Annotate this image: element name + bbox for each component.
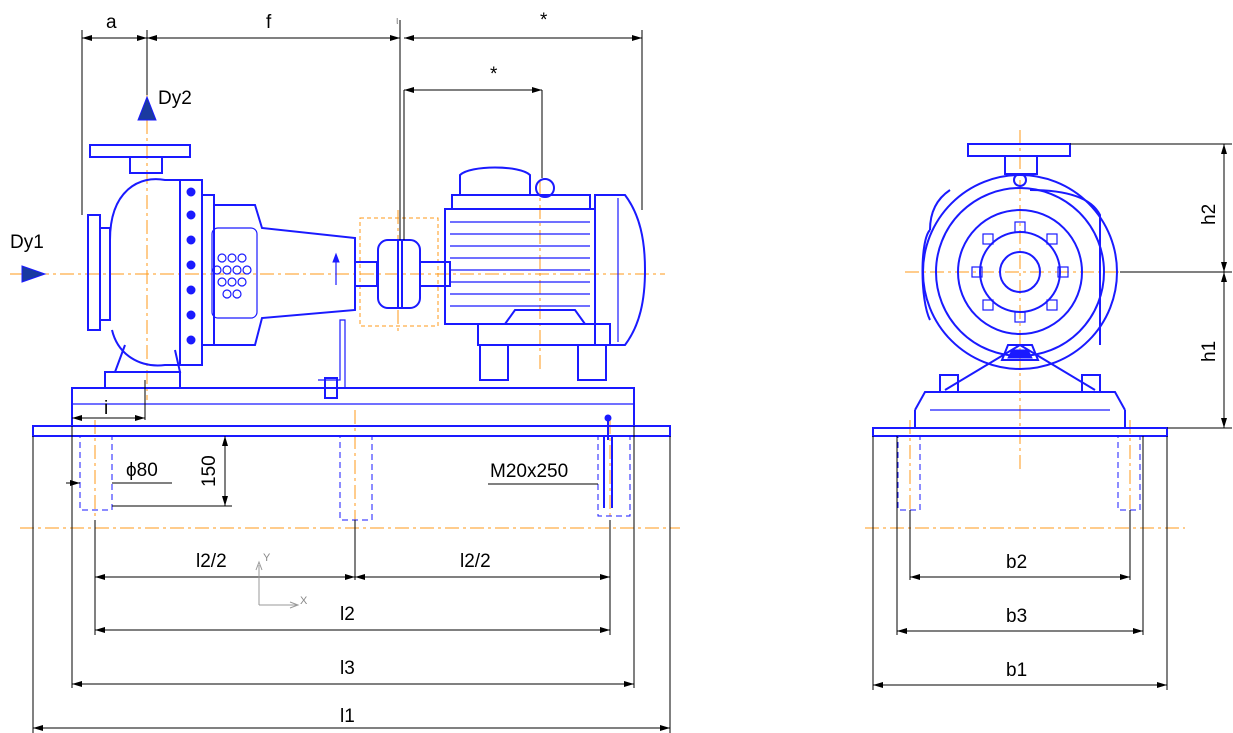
side-view: Dy1 Dy2 a f ι * * i 150 [10, 10, 680, 733]
bearing-vent-holes [212, 253, 252, 299]
dim-b1: b1 [1006, 660, 1027, 681]
flange-bolts [186, 187, 196, 345]
dim-star-top: * [540, 10, 548, 31]
dim-h1: h1 [1199, 341, 1220, 362]
front-flange-bolts [971, 221, 1069, 323]
dim-l1: l1 [340, 706, 355, 727]
motor-cooling-fins [450, 221, 590, 307]
discharge-label: Dy2 [158, 88, 192, 109]
front-dimensions: h2 h1 b2 b3 b1 [872, 143, 1232, 690]
front-base [872, 427, 1168, 511]
dim-l2: l2 [340, 604, 355, 625]
front-view: h2 h1 b2 b3 b1 [865, 130, 1232, 690]
baseplate [32, 319, 671, 440]
dim-depth: 150 [199, 455, 220, 487]
dim-l2-half-left: l2/2 [196, 551, 227, 572]
electric-motor [444, 166, 647, 381]
dim-bolt: M20x250 [490, 461, 568, 482]
dim-star-motor: * [490, 64, 498, 85]
coupling [354, 20, 451, 327]
dim-h2: h2 [1199, 204, 1220, 225]
pump-casing [87, 144, 356, 389]
top-dimensions: a f ι * * [81, 10, 643, 215]
discharge-arrow [137, 95, 157, 121]
ucs-icon: Y X [255, 552, 308, 609]
dim-phi: ϕ80 [126, 460, 158, 481]
dim-coupling-mark: ι [396, 15, 399, 27]
ucs-y-label: Y [263, 552, 271, 564]
dim-f: f [266, 12, 272, 33]
dim-l2-half-right: l2/2 [460, 551, 491, 572]
bottom-dimensions: l2/2 l2/2 l2 l3 l1 [32, 426, 671, 733]
dim-b3: b3 [1006, 606, 1027, 627]
dim-i: i [104, 398, 108, 419]
suction-arrow [21, 265, 47, 283]
front-center-lines [865, 130, 1185, 529]
dim-b2: b2 [1006, 552, 1027, 573]
foundation-pockets [79, 435, 631, 521]
dim-a: a [106, 12, 117, 33]
suction-label: Dy1 [10, 232, 44, 253]
flow-arrows: Dy1 Dy2 [10, 88, 192, 283]
dim-l3: l3 [340, 658, 355, 679]
anchor-dimensions: i 150 ϕ80 M20x250 [66, 380, 598, 507]
ucs-x-label: X [300, 595, 308, 607]
